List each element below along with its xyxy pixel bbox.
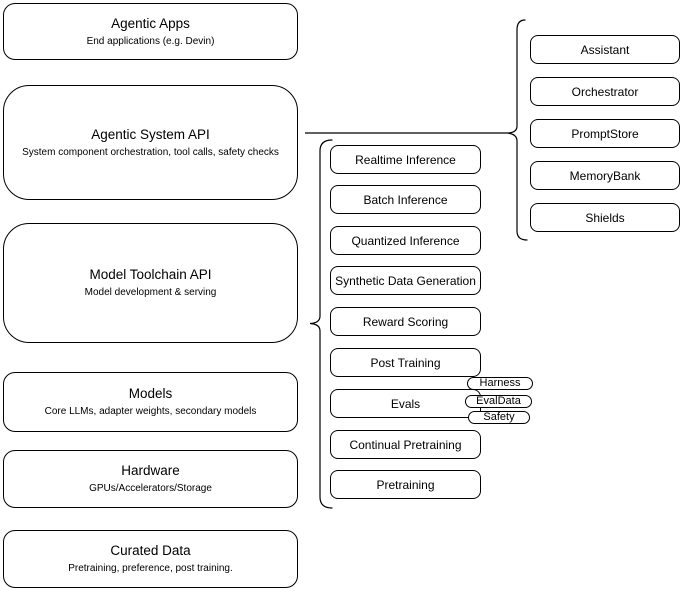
node-evals: Evals — [330, 389, 481, 418]
node-label: Synthetic Data Generation — [335, 273, 476, 288]
node-label: Evals — [390, 396, 421, 411]
node-shields: Shields — [530, 203, 680, 232]
node-label: Shields — [585, 210, 625, 225]
node-label: Assistant — [580, 42, 630, 57]
node-memorybank: MemoryBank — [530, 161, 680, 190]
node-agentic-apps: Agentic Apps End applications (e.g. Devi… — [3, 3, 298, 60]
node-continual-pretraining: Continual Pretraining — [330, 430, 481, 459]
pill-label: EvalData — [476, 395, 521, 407]
pill-harness: Harness — [467, 377, 533, 390]
node-agentic-system-api: Agentic System API System component orch… — [3, 85, 298, 200]
node-reward-scoring: Reward Scoring — [330, 307, 481, 336]
node-label: Realtime Inference — [355, 152, 456, 167]
node-orchestrator: Orchestrator — [530, 77, 680, 106]
node-subtitle: Pretraining, preference, post training. — [68, 563, 233, 574]
node-label: Reward Scoring — [362, 314, 449, 329]
node-label: Quantized Inference — [351, 233, 460, 248]
node-subtitle: End applications (e.g. Devin) — [86, 35, 215, 47]
node-curated-data: Curated Data Pretraining, preference, po… — [3, 530, 298, 588]
node-batch-inference: Batch Inference — [330, 185, 481, 214]
pill-label: Safety — [483, 411, 515, 423]
node-assistant: Assistant — [530, 35, 680, 64]
node-title: Hardware — [121, 463, 180, 478]
node-label: Post Training — [370, 355, 441, 370]
pill-safety: Safety — [468, 411, 530, 424]
node-label: PromptStore — [571, 126, 639, 141]
node-label: MemoryBank — [569, 168, 641, 183]
node-label: Batch Inference — [363, 192, 448, 207]
node-subtitle: System component orchestration, tool cal… — [22, 146, 279, 158]
node-promptstore: PromptStore — [530, 119, 680, 148]
node-title: Agentic Apps — [111, 15, 190, 31]
system-components-brace — [506, 19, 528, 241]
node-models: Models Core LLMs, adapter weights, secon… — [3, 372, 298, 432]
toolchain-components-brace — [309, 139, 333, 509]
node-label: Orchestrator — [571, 84, 639, 99]
node-label: Pretraining — [376, 477, 435, 492]
node-quantized-inference: Quantized Inference — [330, 226, 481, 255]
node-pretraining: Pretraining — [330, 470, 481, 499]
node-realtime-inference: Realtime Inference — [330, 145, 481, 174]
node-subtitle: Model development & serving — [84, 287, 217, 298]
pill-label: Harness — [479, 377, 521, 389]
node-label: Continual Pretraining — [349, 437, 462, 452]
node-synthetic-data-generation: Synthetic Data Generation — [330, 266, 481, 295]
pill-evaldata: EvalData — [465, 395, 532, 408]
node-subtitle: GPUs/Accelerators/Storage — [89, 483, 212, 494]
node-title: Model Toolchain API — [89, 267, 212, 282]
node-title: Models — [128, 386, 173, 401]
node-title: Agentic System API — [91, 126, 210, 142]
node-post-training: Post Training — [330, 348, 481, 377]
node-title: Curated Data — [110, 543, 191, 558]
node-subtitle: Core LLMs, adapter weights, secondary mo… — [44, 406, 257, 417]
node-model-toolchain-api: Model Toolchain API Model development & … — [3, 223, 298, 343]
node-hardware: Hardware GPUs/Accelerators/Storage — [3, 450, 298, 508]
